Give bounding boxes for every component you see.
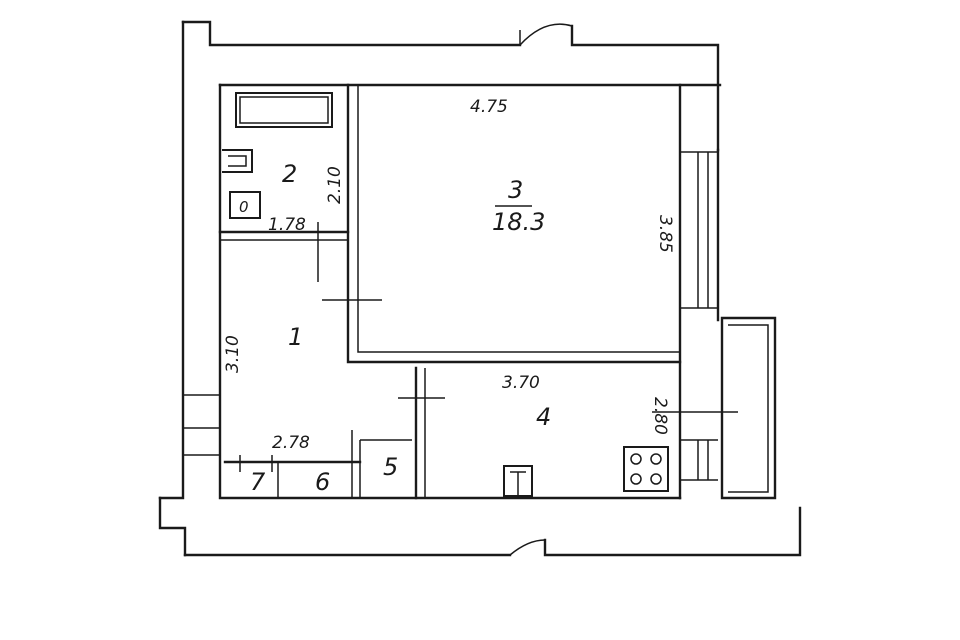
kitchen-sink-icon — [503, 465, 533, 497]
sink — [222, 149, 253, 173]
dim-room2-depth: 2.10 — [325, 166, 345, 204]
room-5-number: 5 — [383, 453, 398, 481]
dim-room3-depth: 3.85 — [655, 215, 675, 253]
door-swings — [509, 23, 573, 556]
stove-icon — [623, 446, 669, 492]
room-2-number: 2 — [282, 160, 297, 188]
bath-drain-label: 0 — [239, 198, 249, 216]
bathtub — [235, 92, 333, 128]
dim-room4-width: 3.70 — [502, 373, 540, 393]
dim-room3-width: 4.75 — [470, 97, 508, 117]
windows — [183, 151, 718, 481]
dim-room2-width: 1.78 — [268, 215, 306, 235]
exterior-walls — [158, 20, 802, 557]
dimension-ticks — [317, 222, 738, 413]
dim-hall-width: 2.78 — [272, 433, 310, 453]
room-3-area: 18.3 — [492, 208, 545, 236]
dim-room1-depth: 3.10 — [223, 335, 243, 373]
toilet-box — [229, 191, 261, 219]
dim-room4-depth: 2.80 — [650, 397, 670, 435]
room-7-number: 7 — [250, 468, 266, 496]
partitions — [218, 83, 682, 500]
room-6-number: 6 — [315, 468, 330, 496]
room-3-number: 3 — [508, 176, 523, 204]
room-4-number: 4 — [536, 403, 551, 431]
room-1-number: 1 — [288, 323, 303, 351]
